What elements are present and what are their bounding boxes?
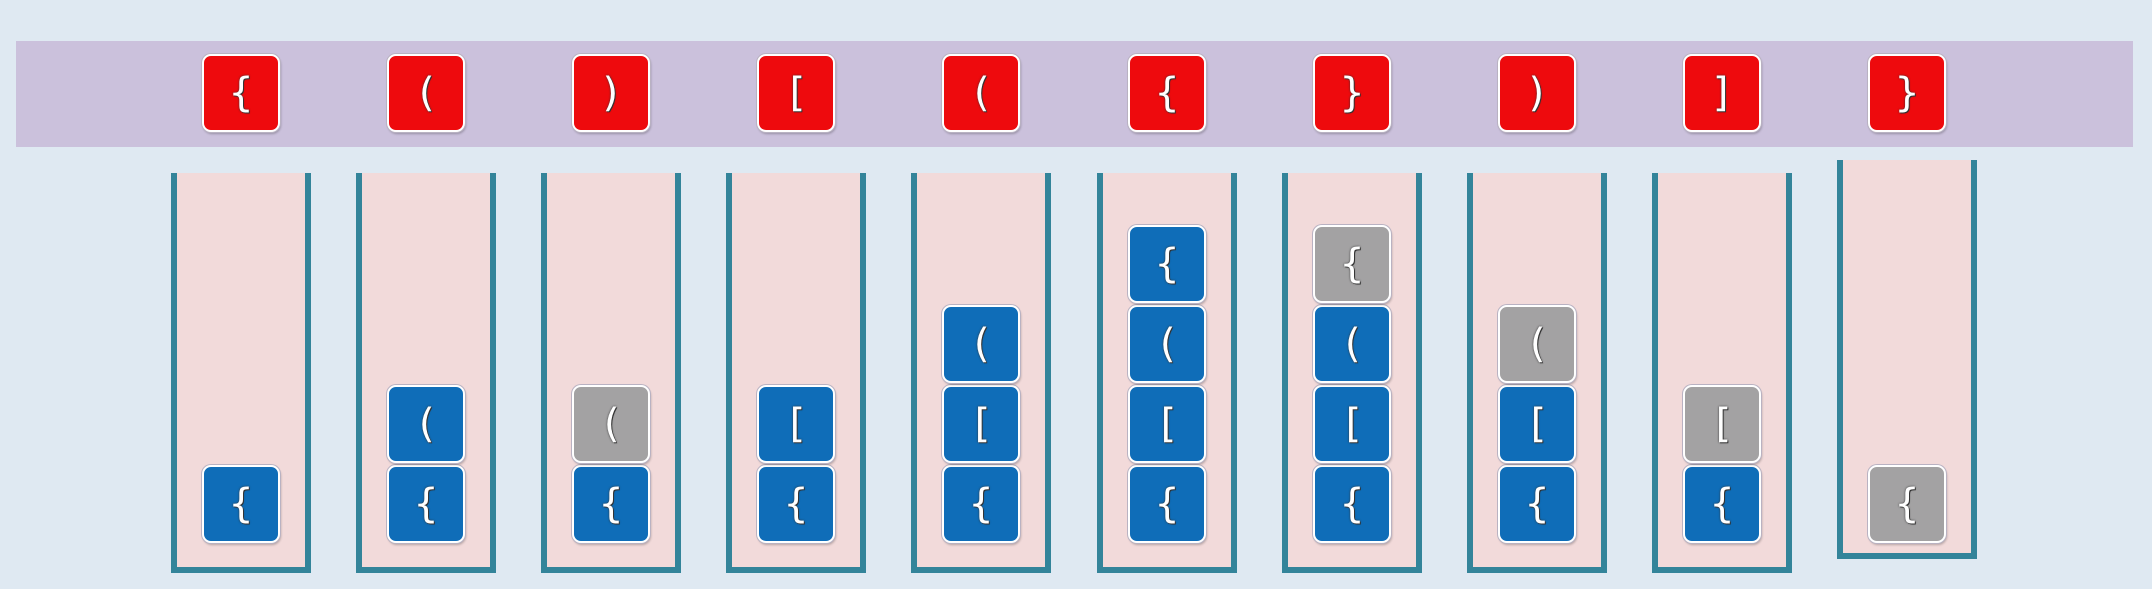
stack-token: ( [1313, 305, 1391, 383]
stack-token: [ [1498, 385, 1576, 463]
input-token: ) [1498, 54, 1576, 132]
input-token: { [1128, 54, 1206, 132]
popped-token: [ [1683, 385, 1761, 463]
stack-token: { [572, 465, 650, 543]
stack-token: [ [942, 385, 1020, 463]
stack-token: { [1683, 465, 1761, 543]
stack-token: { [1498, 465, 1576, 543]
stack-token: { [1128, 225, 1206, 303]
input-token: } [1868, 54, 1946, 132]
input-sequence-band [16, 41, 2133, 147]
stack-token: { [1128, 465, 1206, 543]
stack-token: ( [387, 385, 465, 463]
popped-token: ( [1498, 305, 1576, 383]
stack-token: ( [1128, 305, 1206, 383]
popped-token: { [1313, 225, 1391, 303]
popped-token: ( [572, 385, 650, 463]
input-token: [ [757, 54, 835, 132]
input-token: ] [1683, 54, 1761, 132]
input-token: { [202, 54, 280, 132]
input-token: ( [387, 54, 465, 132]
stack-token: [ [1128, 385, 1206, 463]
popped-token: { [1868, 465, 1946, 543]
input-token: ( [942, 54, 1020, 132]
stack-token: { [202, 465, 280, 543]
stack-token: { [387, 465, 465, 543]
stack-token: { [757, 465, 835, 543]
stack-token: [ [757, 385, 835, 463]
input-token: } [1313, 54, 1391, 132]
stack-token: ( [942, 305, 1020, 383]
stack-token: [ [1313, 385, 1391, 463]
stack-token: { [942, 465, 1020, 543]
input-token: ) [572, 54, 650, 132]
stack-token: { [1313, 465, 1391, 543]
